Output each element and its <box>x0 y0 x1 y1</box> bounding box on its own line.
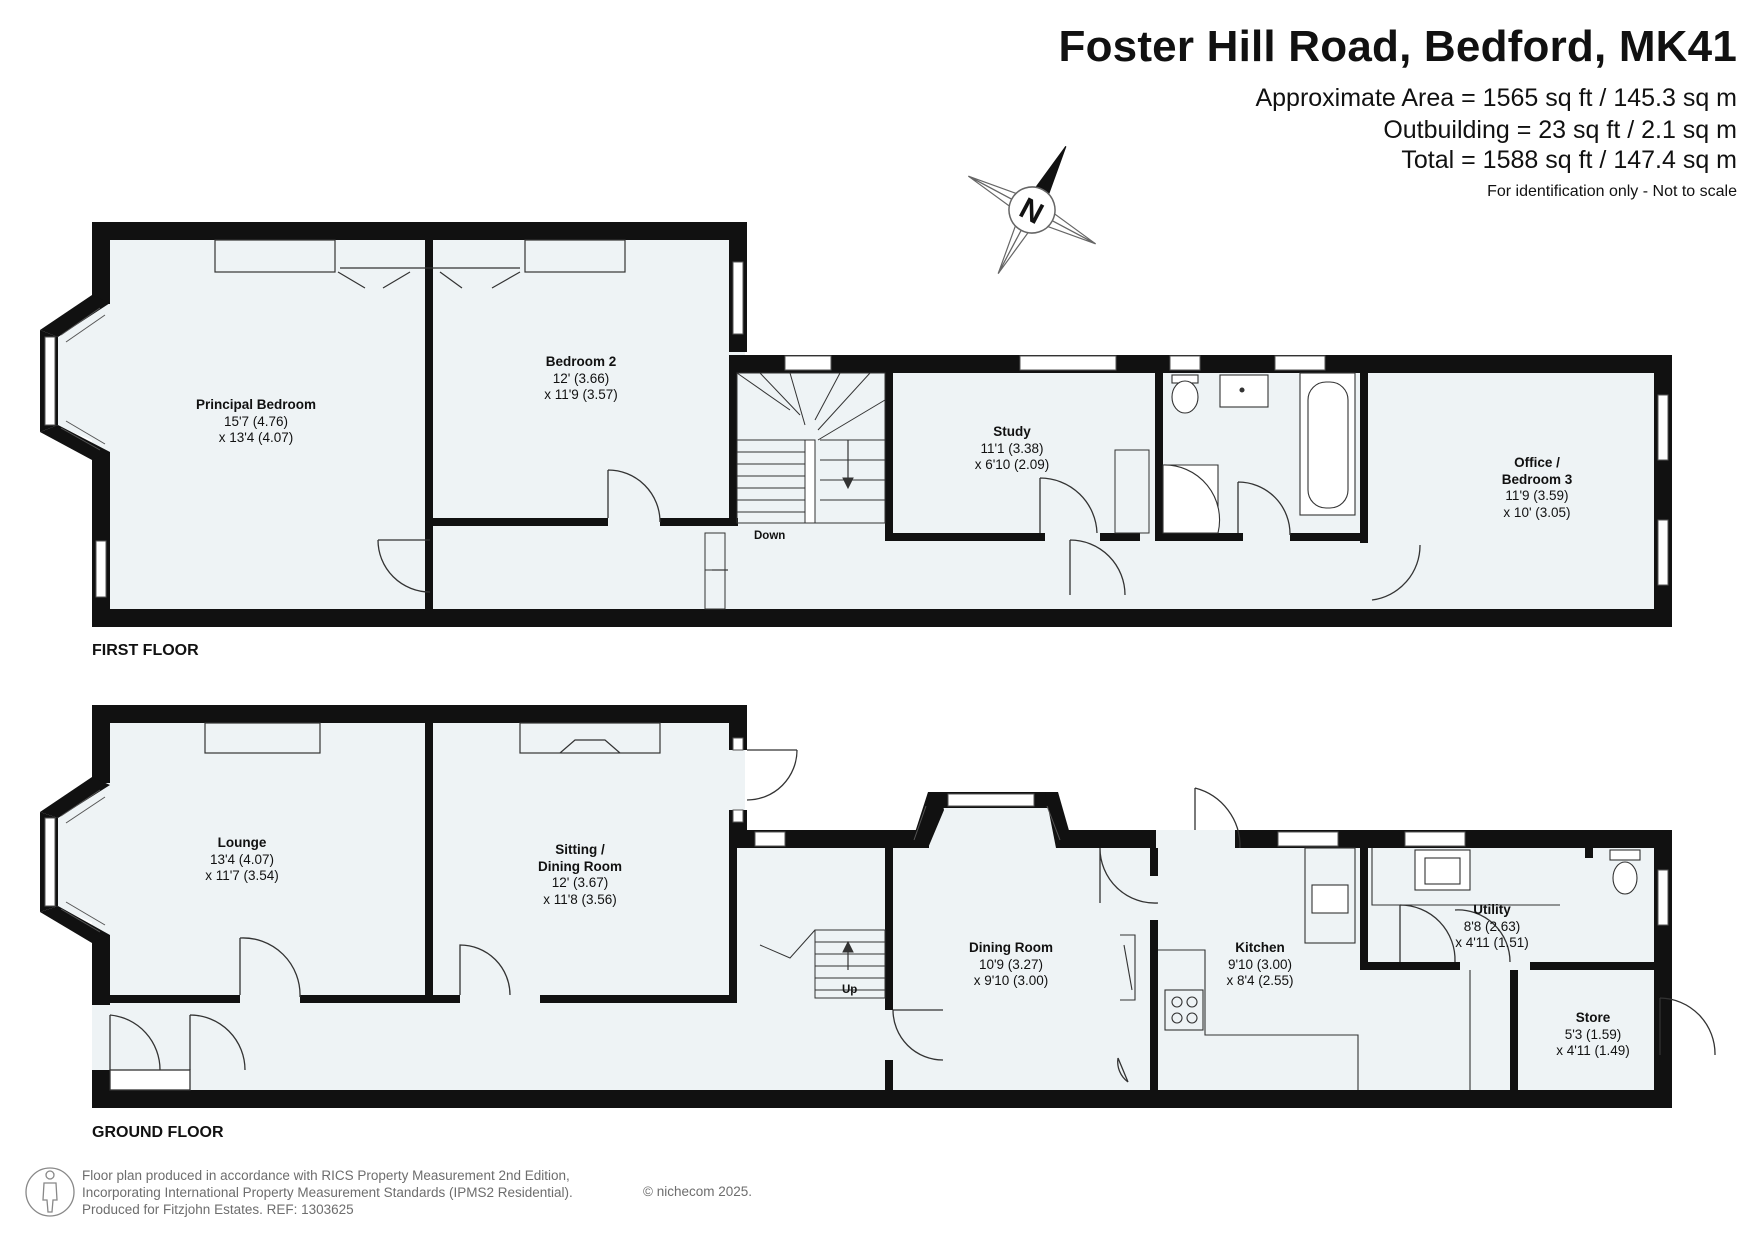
room-dim-1: 5'3 (1.59) <box>1564 1026 1622 1042</box>
room-dim-1: 10'9 (3.27) <box>978 956 1044 972</box>
room-dim-1: 9'10 (3.00) <box>1227 956 1293 972</box>
person-icon <box>25 1167 75 1217</box>
room-name-2: Bedroom 3 <box>1501 471 1573 487</box>
room-dim-1: 12' (3.66) <box>552 370 610 386</box>
room-dim-2: x 6'10 (2.09) <box>974 457 1050 472</box>
room-dim-2: x 9'10 (3.00) <box>973 973 1049 988</box>
stairs-down-label: Down <box>754 530 786 542</box>
room-bedroom-2: Bedroom 2 12' (3.66) x 11'9 (3.57) <box>544 354 618 404</box>
room-utility: Utility 8'8 (2.63) x 4'11 (1.51) <box>1455 902 1529 952</box>
room-name: Study <box>993 424 1031 439</box>
room-dim-1: 15'7 (4.76) <box>223 413 289 429</box>
area-outbuilding: Outbuilding = 23 sq ft / 2.1 sq m <box>1383 116 1737 144</box>
room-dining: Dining Room 10'9 (3.27) x 9'10 (3.00) <box>969 940 1053 990</box>
room-name: Principal Bedroom <box>195 397 317 412</box>
room-principal-bedroom: Principal Bedroom 15'7 (4.76) x 13'4 (4.… <box>196 397 316 447</box>
room-name: Store <box>1575 1010 1611 1025</box>
room-dim-2: x 11'9 (3.57) <box>544 387 618 402</box>
room-name-1: Sitting / <box>555 842 605 857</box>
first-floor-label: FIRST FLOOR <box>92 642 199 659</box>
room-name: Utility <box>1473 902 1511 917</box>
stairs-up-label: Up <box>842 984 858 996</box>
identification-note: For identification only - Not to scale <box>1487 183 1737 200</box>
room-dim-2: x 11'8 (3.56) <box>543 891 617 907</box>
room-dim-1: 11'9 (3.59) <box>1505 488 1569 503</box>
room-name-1: Office / <box>1514 455 1560 470</box>
room-name: Dining Room <box>969 940 1053 955</box>
room-store: Store 5'3 (1.59) x 4'11 (1.49) <box>1556 1010 1630 1060</box>
room-dim-2: x 11'7 (3.54) <box>205 868 279 883</box>
first-floor-plan <box>40 222 1672 627</box>
room-name: Kitchen <box>1235 940 1285 955</box>
footer-line-3: Produced for Fitzjohn Estates. REF: 1303… <box>82 1202 354 1217</box>
ground-floor-plan <box>40 705 1716 1108</box>
room-lounge: Lounge 13'4 (4.07) x 11'7 (3.54) <box>205 835 279 885</box>
ground-floor-label: GROUND FLOOR <box>92 1124 224 1141</box>
room-dim-1: 8'8 (2.63) <box>1463 918 1521 934</box>
room-dim-2: x 4'11 (1.51) <box>1455 935 1529 950</box>
compass-icon <box>968 146 1096 274</box>
room-dim-2: x 8'4 (2.55) <box>1226 973 1294 988</box>
page-title: Foster Hill Road, Bedford, MK41 <box>1058 22 1737 71</box>
room-dim-2: x 13'4 (4.07) <box>218 430 294 445</box>
room-dim-2: x 10' (3.05) <box>1503 504 1571 520</box>
room-sitting-dining: Sitting / Dining Room 12' (3.67) x 11'8 … <box>538 842 622 908</box>
room-name: Lounge <box>217 835 267 850</box>
footer-line-1: Floor plan produced in accordance with R… <box>82 1168 570 1183</box>
area-main: Approximate Area = 1565 sq ft / 145.3 sq… <box>1255 84 1737 112</box>
room-kitchen: Kitchen 9'10 (3.00) x 8'4 (2.55) <box>1226 940 1293 990</box>
room-dim-1: 13'4 (4.07) <box>209 851 275 867</box>
room-study: Study 11'1 (3.38) x 6'10 (2.09) <box>975 424 1050 474</box>
room-dim-1: 12' (3.67) <box>551 875 609 890</box>
copyright-notice: © nichecom 2025. <box>643 1184 753 1199</box>
footer-line-2: Incorporating International Property Mea… <box>82 1185 573 1200</box>
room-name-2: Dining Room <box>538 858 622 874</box>
room-name: Bedroom 2 <box>545 354 617 369</box>
room-dim-1: 11'1 (3.38) <box>980 440 1044 456</box>
room-office-bedroom-3: Office / Bedroom 3 11'9 (3.59) x 10' (3.… <box>1502 455 1573 521</box>
area-total: Total = 1588 sq ft / 147.4 sq m <box>1401 146 1737 174</box>
footer-text: Floor plan produced in accordance with R… <box>82 1167 573 1218</box>
room-dim-2: x 4'11 (1.49) <box>1556 1043 1630 1058</box>
